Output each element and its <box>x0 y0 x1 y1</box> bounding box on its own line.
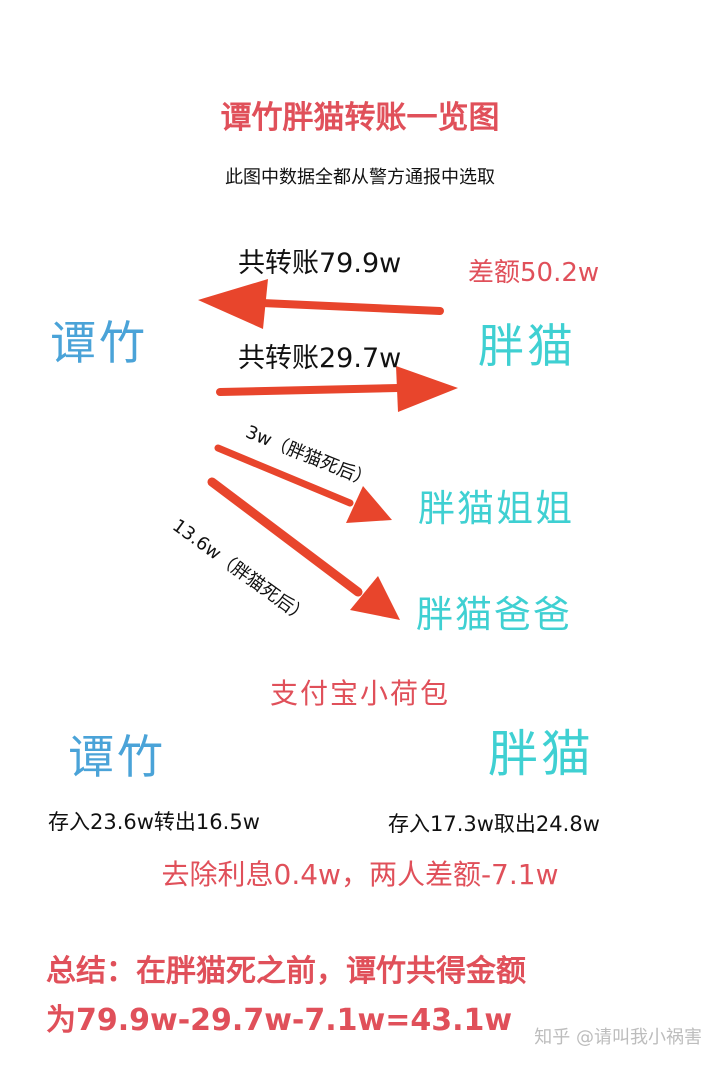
pangmao-alipay-flow: 存入17.3w取出24.8w <box>388 812 600 836</box>
arrow-tanzhu-to-pangmao <box>216 366 458 412</box>
total-to-pangmao-label: 共转账29.7w <box>238 343 402 374</box>
party-tanzhu: 谭竹 <box>50 316 148 370</box>
page-subtitle: 此图中数据全都从警方通报中选取 <box>225 167 495 188</box>
arrow-tanzhu-to-sister <box>214 444 392 523</box>
party-sister: 胖猫姐姐 <box>418 487 574 530</box>
watermark: 知乎 @请叫我小祸害 <box>534 1027 702 1048</box>
arrow-tanzhu-to-father <box>207 477 400 620</box>
tanzhu-alipay-flow: 存入23.6w转出16.5w <box>48 810 260 834</box>
total-to-tanzhu-label: 共转账79.9w <box>238 248 402 279</box>
summary-line-2: 为79.9w-29.7w-7.1w=43.1w <box>46 1003 513 1038</box>
page-title: 谭竹胖猫转账一览图 <box>220 100 500 136</box>
alipay-tanzhu: 谭竹 <box>68 730 166 784</box>
alipay-pangmao: 胖猫 <box>488 725 594 783</box>
difference-label: 差额50.2w <box>468 258 600 288</box>
party-father: 胖猫爸爸 <box>416 593 572 636</box>
arrow-pangmao-to-tanzhu <box>198 279 444 329</box>
summary-line-1: 总结：在胖猫死之前，谭竹共得金额 <box>46 954 526 989</box>
net-difference: 去除利息0.4w，两人差额-7.1w <box>161 858 559 891</box>
party-pangmao: 胖猫 <box>478 319 576 373</box>
alipay-section-title: 支付宝小荷包 <box>269 677 450 710</box>
